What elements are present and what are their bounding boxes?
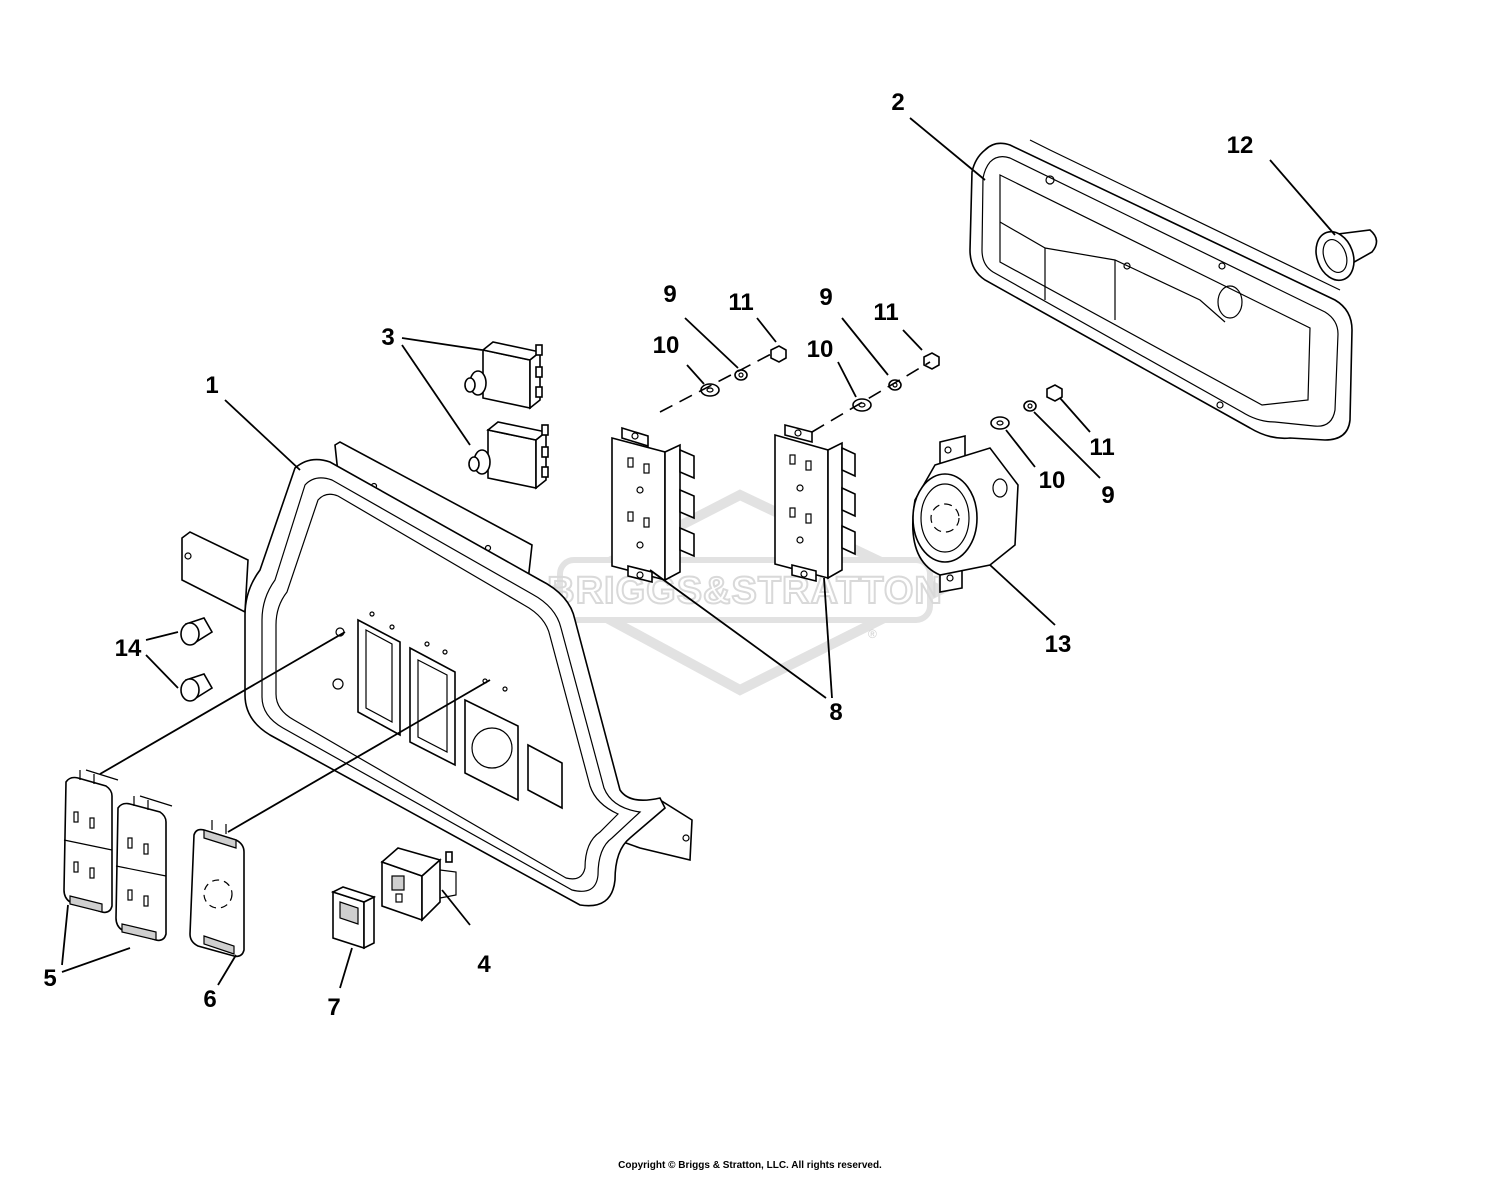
leader-lines	[61, 117, 1336, 989]
hardware-set-left[interactable]	[659, 345, 787, 413]
callout-8: 8	[829, 699, 842, 726]
brand-watermark: BRIGGS&STRATTON ®	[544, 489, 952, 696]
hardware-set-middle[interactable]	[811, 352, 940, 433]
twist-lock-receptacle-part[interactable]	[912, 434, 1019, 593]
duplex-receptacle-right[interactable]	[774, 423, 856, 583]
callout-13: 13	[1045, 631, 1072, 658]
watermark-text: BRIGGS&STRATTON	[547, 570, 943, 612]
callout-14: 14	[115, 635, 142, 662]
callout-4: 4	[477, 951, 491, 978]
callout-3: 3	[381, 324, 394, 351]
callout-10-right: 10	[1039, 467, 1066, 494]
registered-mark: ®	[868, 627, 877, 641]
circuit-breaker-upper[interactable]	[464, 341, 543, 410]
duplex-outlet-cover-right[interactable]	[115, 795, 173, 942]
duplex-receptacle-left[interactable]	[611, 426, 695, 584]
control-panel-part[interactable]	[181, 441, 693, 907]
hardware-set-right[interactable]	[990, 384, 1063, 430]
copyright-notice: Copyright © Briggs & Stratton, LLC. All …	[618, 1160, 882, 1171]
callout-1: 1	[205, 372, 218, 399]
rear-box-housing-part[interactable]	[969, 139, 1353, 441]
rocker-switch-part[interactable]	[380, 847, 457, 922]
callout-11-middle: 11	[873, 299, 898, 326]
callout-7: 7	[327, 994, 340, 1021]
grommet-part[interactable]	[1310, 226, 1378, 285]
callout-6: 6	[203, 986, 216, 1013]
callout-9-middle: 9	[819, 284, 832, 311]
callout-labels: 1 2 3 4 5 6 7 8 9 9 9 10 10 10 11 11 11 …	[43, 89, 1253, 1021]
callout-10-left: 10	[653, 332, 680, 359]
callout-9-right: 9	[1101, 482, 1114, 509]
circuit-breaker-lower[interactable]	[468, 421, 549, 490]
twist-lock-cover-part[interactable]	[189, 820, 245, 958]
callout-2: 2	[891, 89, 904, 116]
duplex-outlet-cover-left[interactable]	[63, 769, 119, 914]
indicator-knob-lower[interactable]	[180, 673, 214, 702]
indicator-knob-upper[interactable]	[180, 617, 214, 646]
rocker-cap-part[interactable]	[330, 886, 377, 950]
callout-5: 5	[43, 965, 56, 992]
callout-10-middle: 10	[807, 336, 834, 363]
callout-12: 12	[1227, 132, 1254, 159]
callout-11-left: 11	[728, 289, 753, 316]
callout-9-left: 9	[663, 281, 676, 308]
callout-11-right: 11	[1089, 434, 1114, 461]
